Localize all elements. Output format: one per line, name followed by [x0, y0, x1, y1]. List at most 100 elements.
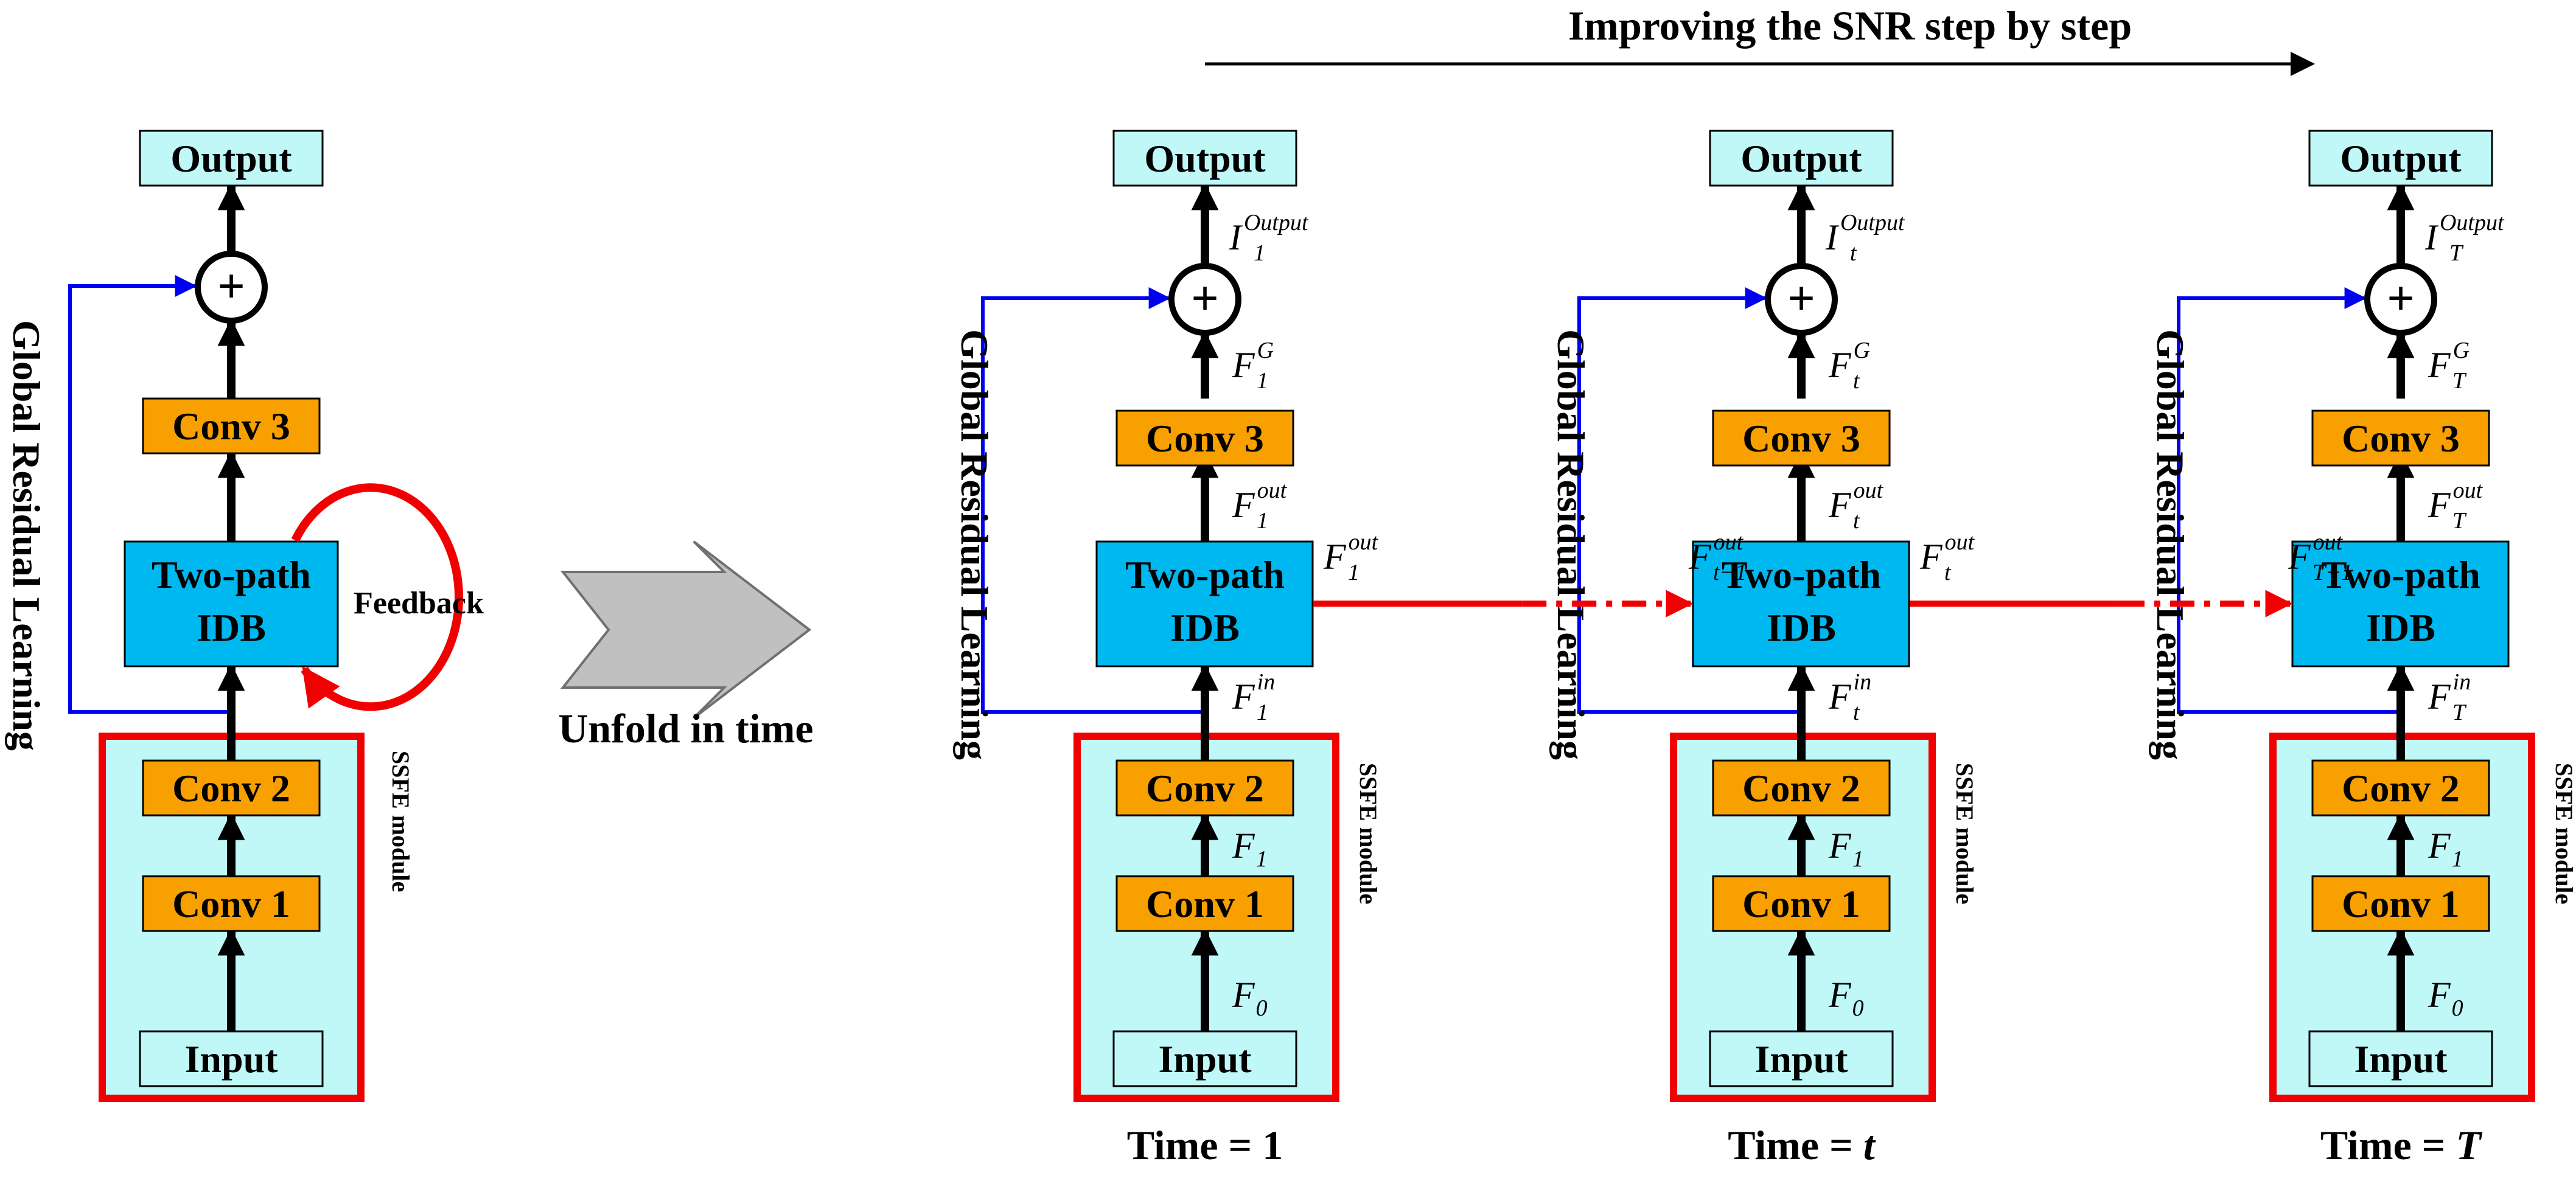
conv1-label: Conv 1	[1742, 882, 1860, 925]
unfold-in-time-label: Unfold in time	[558, 705, 813, 751]
idb-label-line2: IDB	[1767, 606, 1836, 649]
plus-sign: +	[1787, 272, 1815, 326]
idb-label-line1: Two-path	[152, 553, 311, 596]
output-label: Output	[170, 137, 292, 180]
input-box	[1112, 1030, 1297, 1087]
conv1-label: Conv 1	[172, 882, 290, 925]
global-residual-learning-label: Global Residual Learning	[5, 320, 48, 751]
conv2-box	[2311, 759, 2490, 817]
input-label: Input	[1159, 1037, 1252, 1081]
input-box	[2308, 1030, 2493, 1087]
output-label: Output	[1740, 137, 1862, 180]
snr-improvement-banner: Improving the SNR step by step	[1205, 2, 2315, 76]
output-label: Output	[2340, 137, 2462, 180]
conv3-label: Conv 3	[1146, 417, 1264, 460]
conv3-label: Conv 3	[1742, 417, 1860, 460]
two-path-idb-box	[1692, 540, 1910, 667]
feedback-label: Feedback	[354, 586, 484, 621]
plus-sign: +	[2387, 272, 2415, 326]
plus-sign: +	[1191, 272, 1219, 326]
conv1-label: Conv 1	[1146, 882, 1264, 925]
unfold-in-time: Unfold in time	[558, 540, 814, 751]
conv2-label: Conv 2	[1146, 767, 1264, 810]
output-label: Output	[1144, 137, 1266, 180]
conv2-box	[1115, 759, 1294, 817]
f0-label: F0	[2428, 975, 2463, 1021]
f0-label: F0	[1828, 975, 1864, 1021]
idb-label-line2: IDB	[1170, 606, 1240, 649]
conv2-box	[1712, 759, 1891, 817]
time-label: Time = 1	[1127, 1122, 1283, 1168]
global-residual-learning-label: Global Residual Learning	[1549, 329, 1593, 760]
conv2-box	[142, 759, 321, 817]
time-label: Time = T	[2320, 1122, 2483, 1168]
ssfe-module-label: SSFE module	[1355, 763, 1382, 904]
sum-node	[1168, 263, 1241, 336]
idb-label-line2: IDB	[197, 606, 266, 649]
output-box	[1112, 130, 1297, 187]
two-path-idb-box	[1095, 540, 1314, 667]
conv3-label: Conv 3	[172, 405, 290, 448]
conv1-label: Conv 1	[2342, 882, 2460, 925]
input-label: Input	[185, 1037, 279, 1081]
sum-node	[195, 251, 268, 324]
output-box	[2308, 130, 2493, 187]
idb-label-line1: Two-path	[1722, 553, 1881, 596]
ssfe-module-label: SSFE module	[387, 751, 414, 892]
unfold-arrow	[560, 540, 812, 719]
global-skip-line	[1577, 287, 1801, 714]
global-residual-learning-label: Global Residual Learning	[2149, 329, 2192, 760]
f0-label: F0	[1232, 975, 1268, 1021]
conv3-label: Conv 3	[2342, 417, 2460, 460]
ssfe-module-label: SSFE module	[2550, 763, 2576, 904]
snr-improvement-label: Improving the SNR step by step	[1568, 2, 2132, 49]
input-box	[139, 1030, 324, 1087]
conv3-box	[142, 397, 321, 455]
output-box	[1709, 130, 1894, 187]
conv2-label: Conv 2	[2342, 767, 2460, 810]
feedback-loop-arrow	[291, 483, 463, 711]
plus-sign: +	[217, 260, 245, 313]
conv3-box	[1712, 410, 1891, 467]
time-label: Time = t	[1728, 1122, 1876, 1168]
input-label: Input	[2354, 1037, 2448, 1081]
conv2-label: Conv 2	[172, 767, 290, 810]
idb-label-line1: Two-path	[1125, 553, 1285, 596]
f1-label: F1	[2428, 826, 2463, 872]
ssfe-module-label: SSFE module	[1951, 763, 1978, 904]
f1-label: F1	[1828, 826, 1864, 872]
sum-node	[2364, 263, 2437, 336]
idb-label-line1: Two-path	[2321, 553, 2480, 596]
conv3-box	[1115, 410, 1294, 467]
f1-label: F1	[1232, 826, 1268, 872]
global-skip-line	[981, 287, 1205, 714]
global-residual-learning-label: Global Residual Learning	[953, 329, 996, 760]
sum-node	[1765, 263, 1838, 336]
conv1-box	[142, 875, 321, 932]
input-label: Input	[1755, 1037, 1849, 1081]
global-skip-line	[68, 275, 231, 714]
output-box	[139, 130, 324, 187]
conv1-box	[1115, 875, 1294, 932]
global-skip-line	[2177, 287, 2401, 714]
